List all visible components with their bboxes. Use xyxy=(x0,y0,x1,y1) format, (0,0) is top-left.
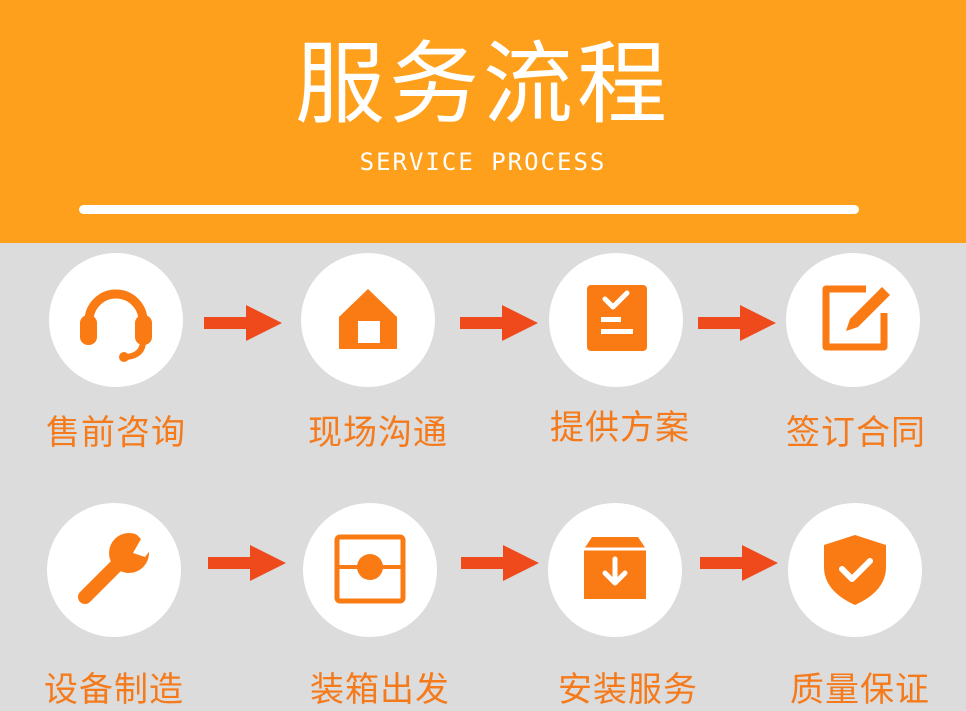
package-download-icon xyxy=(584,537,646,599)
step-6-label: 装箱出发 xyxy=(310,670,450,710)
step-3-label: 提供方案 xyxy=(550,408,690,448)
step-6-circle xyxy=(303,503,437,637)
arrow-right-icon xyxy=(698,303,776,343)
step-4-label: 签订合同 xyxy=(786,413,926,453)
step-5-circle xyxy=(47,503,181,637)
step-4-circle xyxy=(786,253,920,387)
step-7-circle xyxy=(548,503,682,637)
document-check-icon xyxy=(587,285,647,351)
step-2-label: 现场沟通 xyxy=(308,413,448,453)
panel-box-icon xyxy=(334,534,406,604)
step-1-label: 售前咨询 xyxy=(46,413,186,453)
edit-pen-icon xyxy=(822,285,890,351)
arrow-right-icon xyxy=(204,303,282,343)
shield-check-icon xyxy=(824,535,886,605)
step-2-circle xyxy=(301,253,435,387)
page-subtitle: SERVICE PROCESS xyxy=(359,148,607,176)
step-8-label: 质量保证 xyxy=(790,670,930,710)
arrow-right-icon xyxy=(460,303,538,343)
house-icon xyxy=(339,289,397,349)
step-5-label: 设备制造 xyxy=(44,670,184,710)
wrench-icon xyxy=(78,531,151,604)
arrow-right-icon xyxy=(700,543,778,583)
header-divider xyxy=(79,205,859,214)
step-3-circle xyxy=(549,253,683,387)
header-banner: 服务流程 SERVICE PROCESS xyxy=(0,0,966,243)
step-7-label: 安装服务 xyxy=(558,670,698,710)
step-1-circle xyxy=(49,253,183,387)
step-8-circle xyxy=(788,503,922,637)
headset-icon xyxy=(80,289,152,362)
page-title: 服务流程 xyxy=(295,32,671,137)
arrow-right-icon xyxy=(461,543,539,583)
arrow-right-icon xyxy=(208,543,286,583)
